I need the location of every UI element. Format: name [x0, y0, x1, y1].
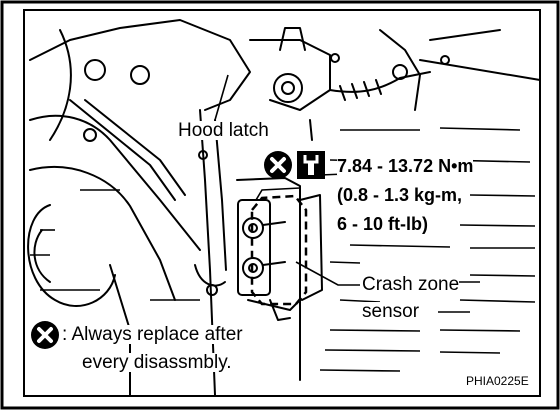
hood-latch-label: Hood latch [178, 120, 269, 141]
torque-line-1: 7.84 - 13.72 N•m [337, 156, 474, 176]
legend-text-line-1: : Always replace after [62, 324, 243, 345]
x-circle-icon [264, 151, 292, 179]
wrench-icon [297, 151, 325, 179]
figure-code: PHIA0225E [466, 374, 529, 388]
legend-x-circle-icon [31, 321, 59, 349]
line-art [27, 19, 541, 396]
torque-line-2: (0.8 - 1.3 kg-m, [337, 185, 463, 205]
crash-zone-label-line-2: sensor [362, 301, 420, 322]
sensor-dashed-outline [250, 194, 308, 306]
legend-text-line-2: every disassmbly. [82, 352, 232, 373]
torque-line-3: 6 - 10 ft-lb) [337, 214, 429, 234]
crash-zone-label-line-1: Crash zone [362, 274, 460, 295]
